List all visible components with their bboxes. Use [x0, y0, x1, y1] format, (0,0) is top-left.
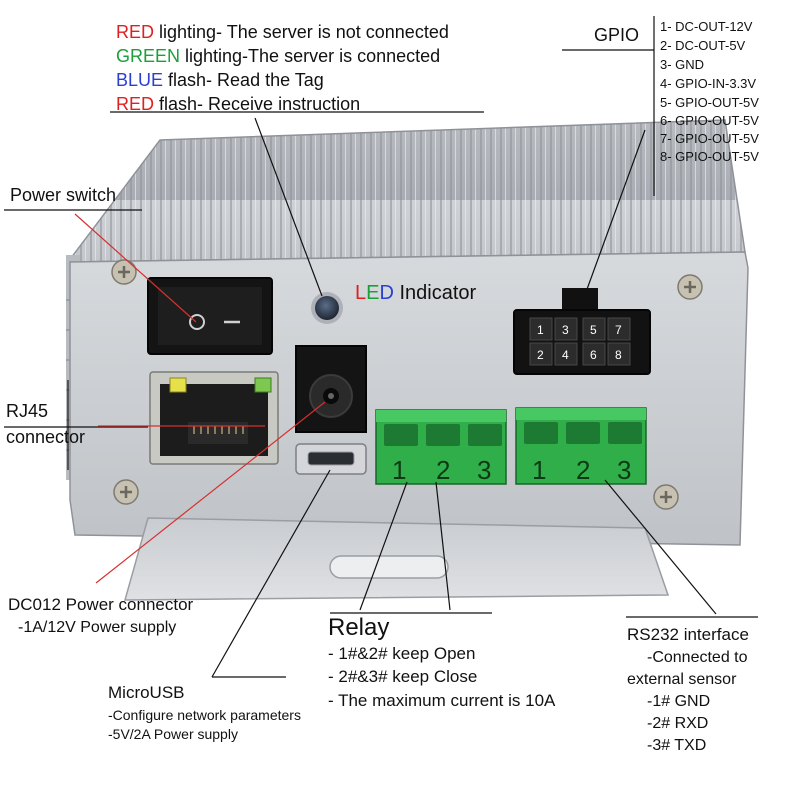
header-pin-label: 2: [537, 348, 544, 362]
rs232-pin-txd: -3# TXD: [647, 737, 707, 754]
dc-connector-title: DC012 Power connector: [8, 595, 194, 614]
led-legend-red-flash: RED flash- Receive instruction: [116, 95, 360, 113]
microusb-title: MicroUSB: [108, 683, 185, 702]
dc-leader: [95, 401, 326, 584]
microusb-detail-2: -5V/2A Power supply: [108, 726, 238, 742]
led-legend-green-lighting: GREEN lighting-The server is connected: [116, 47, 440, 65]
led-indicator: [311, 292, 343, 324]
letter-d: D: [379, 282, 394, 304]
leader-lines: [4, 16, 758, 678]
rs232-terminal-number: 2: [576, 455, 591, 485]
relay-title: Relay: [328, 614, 390, 641]
gpio-pin-4: 4- GPIO-IN-3.3V: [660, 76, 757, 91]
rj45-port[interactable]: [149, 371, 279, 465]
rs232-leader: [604, 479, 717, 615]
header-pin-label: 7: [615, 323, 622, 337]
led-legend-blue-flash: BLUE flash- Read the Tag: [116, 71, 324, 89]
header-pin-label: 5: [590, 323, 597, 337]
rs232-pin-gnd: -1# GND: [647, 693, 711, 710]
led-indicator-label: LED Indicator: [355, 283, 476, 303]
relay-item-1: - 1#&2# keep Open: [328, 644, 476, 663]
power-switch[interactable]: [147, 277, 273, 355]
mounting-bracket: [124, 517, 670, 601]
rs232-title: RS232 interface: [627, 625, 749, 644]
led-leader: [254, 117, 323, 297]
relay-terminal-number: 2: [436, 455, 451, 485]
letter-e: E: [366, 282, 380, 304]
relay-terminal-block[interactable]: [375, 409, 507, 485]
panel-screws: [111, 259, 703, 510]
gpio-pin-2: 2- DC-OUT-5V: [660, 38, 746, 53]
header-pin-label: 4: [562, 348, 569, 362]
relay-item-2: - 2#&3# keep Close: [328, 667, 478, 686]
color-word-red: RED: [116, 94, 155, 114]
relay-leader-b: [359, 481, 408, 611]
legend-text: flash- Receive instruction: [154, 94, 361, 114]
legend-text: lighting- The server is not connected: [154, 22, 449, 42]
gpio-pin-3: 3- GND: [660, 57, 705, 72]
micro-usb-port[interactable]: [295, 443, 367, 475]
rs232-detail-1: -Connected to: [647, 649, 748, 666]
rs232-terminal-number: 1: [532, 455, 547, 485]
relay-terminal-number: 1: [392, 455, 407, 485]
header-pin-label: 8: [615, 348, 622, 362]
gpio-pin-8: 8- GPIO-OUT-5V: [660, 149, 759, 164]
header-pin-label: 1: [537, 323, 544, 337]
gpio-pin-1: 1- DC-OUT-12V: [660, 19, 753, 34]
relay-leader-a: [435, 481, 451, 611]
microusb-detail-1: -Configure network parameters: [108, 707, 301, 723]
color-word-blue: BLUE: [116, 70, 164, 90]
red-leader-lines: [74, 213, 326, 584]
color-word-red: RED: [116, 22, 155, 42]
gpio-pin-5: 5- GPIO-OUT-5V: [660, 95, 759, 110]
dc-power-jack[interactable]: [295, 345, 367, 433]
rs232-detail-2: external sensor: [627, 671, 737, 688]
gpio-pin-7: 7- GPIO-OUT-5V: [660, 131, 759, 146]
heatsink-fins: [66, 119, 746, 263]
rs232-terminal-block[interactable]: [515, 407, 647, 485]
led-legend-red-lighting: RED lighting- The server is not connecte…: [116, 23, 449, 41]
gpio-pin-6: 6- GPIO-OUT-5V: [660, 113, 759, 128]
legend-text: flash- Read the Tag: [163, 70, 324, 90]
gpio-title: GPIO: [594, 25, 640, 45]
gpio-leader: [585, 129, 646, 293]
color-word-green: GREEN: [116, 46, 181, 66]
rs232-terminal-number: 3: [617, 455, 632, 485]
microusb-leader: [211, 469, 331, 678]
indicator-word: Indicator: [393, 282, 477, 304]
gpio-header[interactable]: [513, 288, 651, 375]
header-pin-label: 6: [590, 348, 597, 362]
dc-connector-detail: -1A/12V Power supply: [18, 619, 177, 636]
letter-l: L: [355, 282, 367, 304]
rs232-pin-rxd: -2# RXD: [647, 715, 709, 732]
relay-item-3: - The maximum current is 10A: [328, 691, 556, 710]
header-pin-label: 3: [562, 323, 569, 337]
power-switch-leader: [74, 213, 197, 323]
rj45-label-line1: RJ45: [6, 401, 49, 421]
rj45-label-line2: connector: [6, 427, 86, 447]
power-switch-label: Power switch: [10, 185, 117, 205]
relay-terminal-number: 3: [477, 455, 492, 485]
legend-text: lighting-The server is connected: [180, 46, 441, 66]
